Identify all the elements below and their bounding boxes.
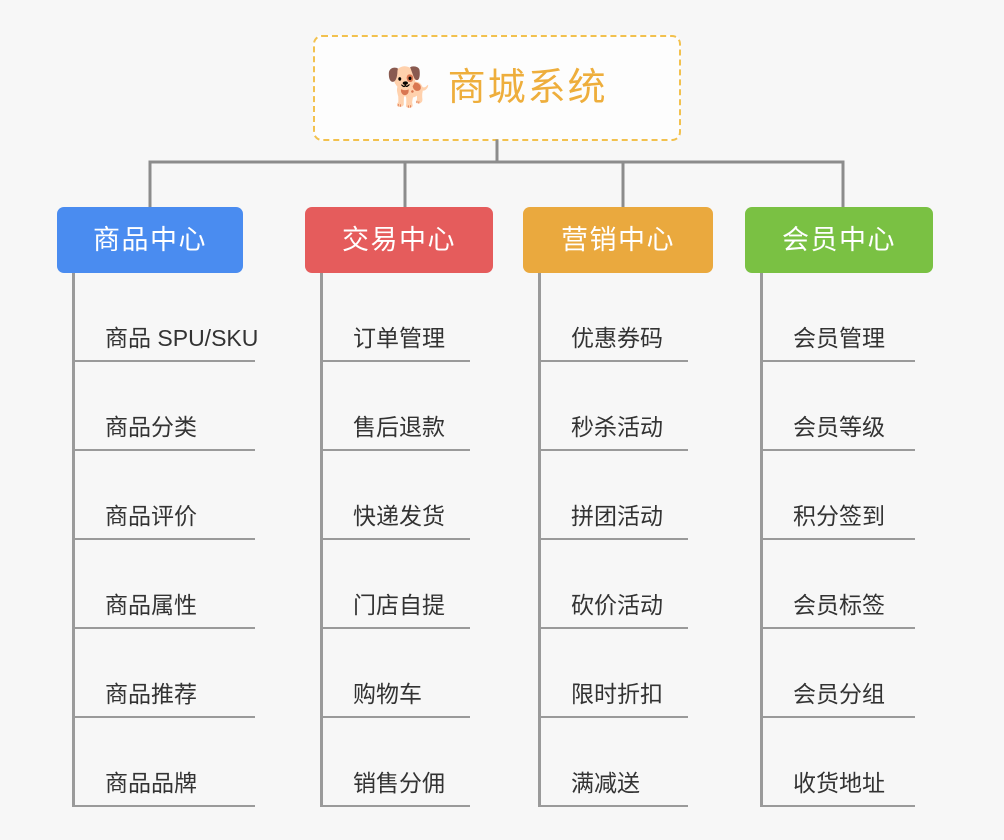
leaf-item-label: 商品属性 bbox=[105, 592, 197, 618]
leaf-item-underline bbox=[760, 805, 915, 807]
category-label: 营销中心 bbox=[561, 224, 675, 255]
leaf-item[interactable]: 门店自提 bbox=[320, 540, 510, 629]
leaf-item-underline bbox=[538, 716, 688, 718]
leaf-item-label: 积分签到 bbox=[793, 503, 885, 529]
leaf-item-label: 会员管理 bbox=[793, 325, 885, 351]
leaf-item-underline bbox=[72, 360, 255, 362]
leaf-item-label: 订单管理 bbox=[353, 325, 445, 351]
category-box-2[interactable]: 交易中心 bbox=[305, 207, 493, 273]
leaf-item[interactable]: 商品推荐 bbox=[72, 629, 295, 718]
leaf-item[interactable]: 会员标签 bbox=[760, 540, 955, 629]
leaf-column-4: 会员管理会员等级积分签到会员标签会员分组收货地址 bbox=[760, 273, 955, 807]
leaf-item[interactable]: 商品分类 bbox=[72, 362, 295, 451]
leaf-item[interactable]: 砍价活动 bbox=[538, 540, 728, 629]
leaf-item[interactable]: 商品品牌 bbox=[72, 718, 295, 807]
category-box-4[interactable]: 会员中心 bbox=[745, 207, 933, 273]
leaf-item-underline bbox=[320, 716, 470, 718]
category-label: 商品中心 bbox=[93, 224, 207, 255]
root-node-title: 商城系统 bbox=[447, 67, 608, 109]
leaf-item-label: 秒杀活动 bbox=[571, 414, 663, 440]
leaf-item-underline bbox=[760, 716, 915, 718]
leaf-item-underline bbox=[320, 805, 470, 807]
leaf-trunk-line bbox=[760, 273, 763, 807]
leaf-item-underline bbox=[320, 360, 470, 362]
leaf-item-label: 销售分佣 bbox=[353, 770, 445, 796]
leaf-item[interactable]: 订单管理 bbox=[320, 273, 510, 362]
leaf-item-label: 拼团活动 bbox=[571, 503, 663, 529]
leaf-item-label: 砍价活动 bbox=[571, 592, 663, 618]
shiba-dog-face-icon: 🐕 bbox=[386, 67, 434, 109]
leaf-item[interactable]: 购物车 bbox=[320, 629, 510, 718]
leaf-item[interactable]: 满减送 bbox=[538, 718, 728, 807]
leaf-item-label: 商品分类 bbox=[105, 414, 197, 440]
leaf-item[interactable]: 秒杀活动 bbox=[538, 362, 728, 451]
leaf-item[interactable]: 优惠券码 bbox=[538, 273, 728, 362]
leaf-item-underline bbox=[538, 360, 688, 362]
category-label: 会员中心 bbox=[782, 224, 896, 255]
leaf-item-underline bbox=[538, 627, 688, 629]
leaf-item-underline bbox=[72, 805, 255, 807]
leaf-item-label: 会员等级 bbox=[793, 414, 885, 440]
leaf-item[interactable]: 商品属性 bbox=[72, 540, 295, 629]
leaf-item-label: 商品品牌 bbox=[105, 770, 197, 796]
leaf-item-underline bbox=[538, 805, 688, 807]
root-node-mall-system[interactable]: 🐕 商城系统 bbox=[313, 35, 681, 141]
leaf-item-underline bbox=[320, 627, 470, 629]
leaf-item-label: 快递发货 bbox=[353, 503, 445, 529]
leaf-item-label: 售后退款 bbox=[353, 414, 445, 440]
leaf-item[interactable]: 会员分组 bbox=[760, 629, 955, 718]
leaf-item[interactable]: 会员管理 bbox=[760, 273, 955, 362]
leaf-item-underline bbox=[72, 449, 255, 451]
leaf-item-underline bbox=[760, 627, 915, 629]
category-box-3[interactable]: 营销中心 bbox=[523, 207, 713, 273]
leaf-item-label: 商品推荐 bbox=[105, 681, 197, 707]
leaf-item[interactable]: 会员等级 bbox=[760, 362, 955, 451]
leaf-item-label: 满减送 bbox=[571, 770, 640, 796]
leaf-item-label: 商品 SPU/SKU bbox=[105, 325, 259, 351]
leaf-trunk-line bbox=[538, 273, 541, 807]
leaf-item-underline bbox=[760, 360, 915, 362]
leaf-item[interactable]: 售后退款 bbox=[320, 362, 510, 451]
leaf-item-underline bbox=[760, 538, 915, 540]
leaf-item-underline bbox=[320, 449, 470, 451]
leaf-column-1: 商品 SPU/SKU 商品分类商品评价商品属性商品推荐商品品牌 bbox=[72, 273, 295, 807]
leaf-item[interactable]: 拼团活动 bbox=[538, 451, 728, 540]
leaf-column-3: 优惠券码秒杀活动拼团活动砍价活动限时折扣满减送 bbox=[538, 273, 728, 807]
leaf-item[interactable]: 商品 SPU/SKU bbox=[72, 273, 295, 362]
leaf-item-underline bbox=[538, 449, 688, 451]
leaf-item[interactable]: 快递发货 bbox=[320, 451, 510, 540]
leaf-item-label: 限时折扣 bbox=[571, 681, 663, 707]
leaf-item-label: 收货地址 bbox=[793, 770, 885, 796]
leaf-item-underline bbox=[72, 716, 255, 718]
leaf-item[interactable]: 收货地址 bbox=[760, 718, 955, 807]
leaf-trunk-line bbox=[72, 273, 75, 807]
category-label: 交易中心 bbox=[342, 224, 456, 255]
leaf-item-underline bbox=[320, 538, 470, 540]
leaf-item-label: 会员分组 bbox=[793, 681, 885, 707]
leaf-trunk-line bbox=[320, 273, 323, 807]
leaf-item-underline bbox=[538, 538, 688, 540]
leaf-item-underline bbox=[760, 449, 915, 451]
leaf-item-label: 会员标签 bbox=[793, 592, 885, 618]
leaf-item[interactable]: 限时折扣 bbox=[538, 629, 728, 718]
leaf-column-2: 订单管理售后退款快递发货门店自提购物车销售分佣 bbox=[320, 273, 510, 807]
leaf-item[interactable]: 积分签到 bbox=[760, 451, 955, 540]
leaf-item-underline bbox=[72, 538, 255, 540]
leaf-item-label: 购物车 bbox=[353, 681, 422, 707]
category-box-1[interactable]: 商品中心 bbox=[57, 207, 243, 273]
leaf-item-label: 优惠券码 bbox=[571, 325, 663, 351]
leaf-item-label: 门店自提 bbox=[353, 592, 445, 618]
leaf-item-label: 商品评价 bbox=[105, 503, 197, 529]
leaf-item-underline bbox=[72, 627, 255, 629]
leaf-item[interactable]: 商品评价 bbox=[72, 451, 295, 540]
leaf-item[interactable]: 销售分佣 bbox=[320, 718, 510, 807]
